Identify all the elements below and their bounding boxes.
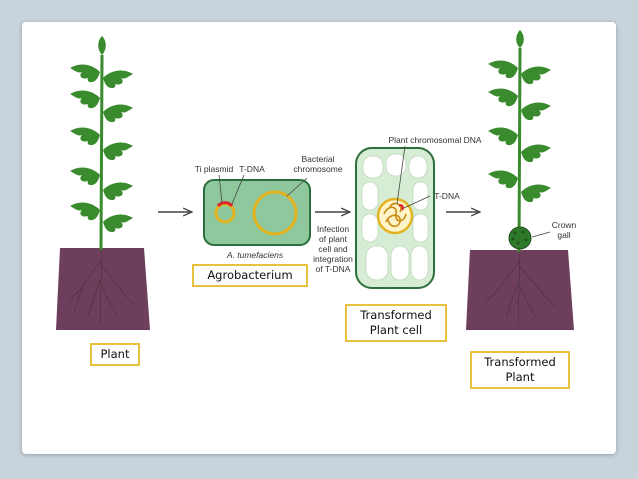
transformed-plant-label-line2: Plant xyxy=(505,370,535,384)
infection-line-2: of plant xyxy=(319,234,348,244)
integrated-t-dna xyxy=(398,204,404,211)
roots xyxy=(69,247,136,326)
soil-pot-right xyxy=(466,250,574,330)
transformed-plant-label-line1: Transformed xyxy=(484,355,556,369)
crown-gall-label-line1: Crown xyxy=(552,220,577,230)
chromosomal-dna xyxy=(383,202,407,228)
crown-gall-texture xyxy=(511,230,528,245)
roots-right xyxy=(485,249,556,326)
bacterial-chromosome-label-line2: chromosome xyxy=(293,164,342,174)
transformed-plant-label: Transformed Plant xyxy=(470,351,570,389)
vacuoles xyxy=(361,153,429,281)
bacterial-chromosome-ring xyxy=(252,190,298,236)
plant-chromosomal-dna-label: Plant chromosomal DNA xyxy=(388,135,481,145)
crown-gall-label-line2: gall xyxy=(557,230,570,240)
plant-label-text: Plant xyxy=(100,347,130,361)
bacterial-chromosome-label-line1: Bacterial xyxy=(301,154,334,164)
original-plant xyxy=(56,36,150,330)
species-label: A. tumefaciens xyxy=(226,250,284,260)
ti-plasmid-label: Ti plasmid xyxy=(195,164,234,174)
transformed-plant-cell-label-line2: Plant cell xyxy=(369,323,423,337)
t-dna-cell-label: T-DNA xyxy=(434,191,460,201)
agrobacterium-label-text: Agrobacterium xyxy=(207,268,293,282)
bacterium-body xyxy=(203,179,311,246)
t-dna-segment xyxy=(216,201,234,208)
infection-line-3: cell and xyxy=(318,244,348,254)
agrobacterium-label: Agrobacterium xyxy=(192,264,308,287)
infection-line-5: of T-DNA xyxy=(316,264,351,274)
transformed-plant xyxy=(466,30,574,330)
transformed-plant-cell xyxy=(355,145,435,289)
transformed-plant-cell-label: Transformed Plant cell xyxy=(345,304,447,342)
infection-line-4: integration xyxy=(313,254,353,264)
t-dna-label: T-DNA xyxy=(239,164,265,174)
plant-label: Plant xyxy=(90,343,140,366)
transformed-plant-cell-label-line1: Transformed xyxy=(360,308,432,322)
agrobacterium-cell xyxy=(203,174,311,246)
infection-line-1: Infection xyxy=(317,224,349,234)
